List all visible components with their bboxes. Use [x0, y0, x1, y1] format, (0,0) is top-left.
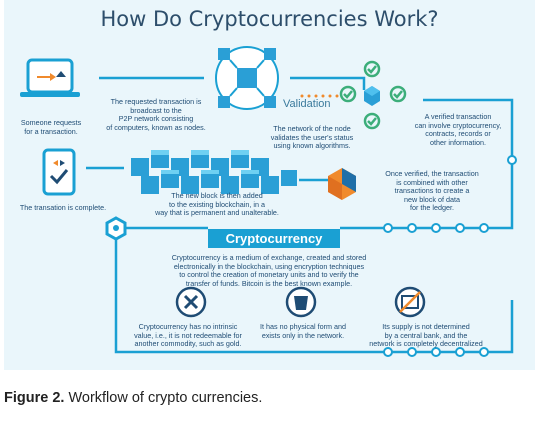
step-combined-text: Once verified, the transaction is combin…: [385, 169, 479, 213]
diagram-graphics: [20, 46, 517, 357]
figure-caption-text: Workflow of crypto currencies.: [64, 390, 263, 406]
x-icon: [175, 286, 207, 318]
step-validation-text: The network of the node validates the us…: [270, 124, 354, 151]
fact-no-intrinsic-value: Cryptocurrency has no intrinsic value, i…: [134, 322, 242, 349]
network-node-icon: [215, 46, 279, 110]
figure-label: Figure 2.: [4, 390, 65, 406]
mouse-icon: [285, 286, 317, 318]
cube-icon: [364, 86, 380, 106]
step-verified-text: A verified transaction can involve crypt…: [414, 112, 502, 147]
page-title: How Do Cryptocurrencies Work?: [100, 7, 439, 31]
pipe-nodes: [383, 155, 517, 357]
figure-caption: Figure 2. Workflow of crypto currencies.: [4, 390, 262, 406]
phone-icon: [42, 148, 76, 196]
no-bank-icon: [394, 286, 426, 318]
dotted-connector: [300, 94, 339, 98]
fact-decentralized: Its supply is not determined by a centra…: [369, 322, 483, 349]
block-icon: [328, 168, 356, 200]
validation-label: Validation: [283, 98, 331, 110]
step-request-text: Someone requests for a transaction.: [20, 118, 82, 136]
gear-icon: [105, 216, 127, 241]
check-icon: [339, 60, 407, 130]
fact-no-physical-form: It has no physical form and exists only …: [260, 322, 346, 340]
infographic: How Do Cryptocurrencies Work? Someone re…: [4, 0, 535, 370]
cryptocurrency-description: Cryptocurrency is a medium of exchange, …: [171, 253, 367, 288]
step-block-added-text: The new block is then added to the exist…: [155, 191, 279, 218]
laptop-icon: [20, 58, 80, 97]
cryptocurrency-banner: Cryptocurrency: [208, 229, 340, 248]
step-broadcast-text: The requested transaction is broadcast t…: [106, 97, 206, 132]
step-complete-text: The transation is complete.: [19, 203, 107, 212]
blockchain-icon: [131, 150, 297, 194]
